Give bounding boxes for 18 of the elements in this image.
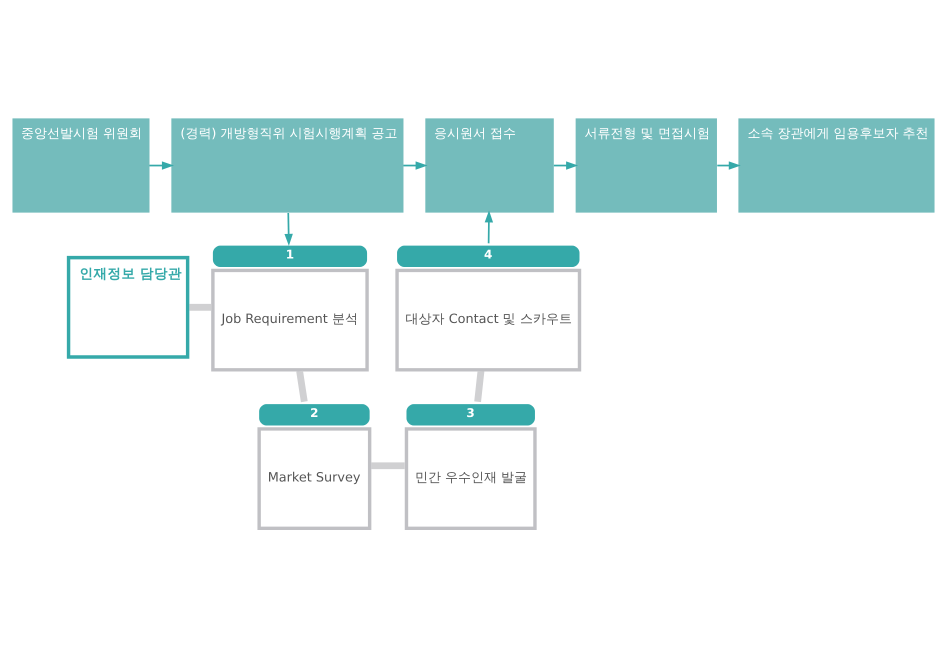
node-box: 소속 장관에게 임용후보자 추천: [738, 118, 935, 212]
arrow: [404, 160, 428, 170]
node-label: 1: [286, 247, 294, 262]
node-label: 2: [310, 406, 318, 420]
node-box: 인재정보 담당관: [66, 255, 190, 358]
node-label: 3: [466, 406, 475, 420]
node-box: 응시원서 접수: [425, 118, 554, 212]
connector: [189, 303, 212, 310]
node-box: 중앙선발시험 위원회: [12, 118, 150, 212]
node-box: (경력) 개방형직위 시험시행계획 공고: [171, 118, 404, 212]
connector: [371, 462, 405, 469]
node-label: 4: [484, 247, 492, 262]
node-box: 서류전형 및 면접시험: [576, 118, 717, 212]
arrow: [284, 212, 293, 246]
arrow: [484, 210, 494, 243]
arrow: [717, 160, 741, 170]
arrow: [554, 160, 578, 170]
arrow: [150, 160, 174, 170]
